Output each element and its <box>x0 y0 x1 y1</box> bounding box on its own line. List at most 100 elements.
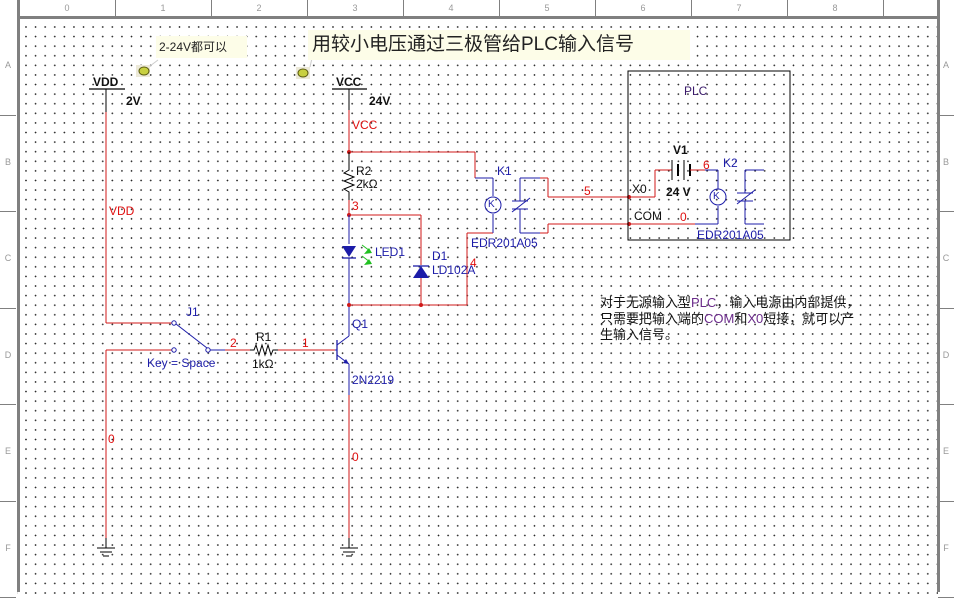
net-label-3: 3 <box>352 199 359 213</box>
sheet-border-left <box>17 0 20 592</box>
column-label: 5 <box>544 3 550 13</box>
note-voltage-range[interactable]: 2-24V都可以 <box>156 36 247 58</box>
net-label-0-plc: 0 <box>680 210 687 224</box>
probe-icon[interactable] <box>136 59 159 77</box>
switch-j1[interactable] <box>171 320 225 353</box>
led1-label: LED1 <box>375 245 406 259</box>
net-label-vcc: VCC <box>352 118 378 132</box>
r2-label: R2 <box>356 164 372 178</box>
row-divider <box>938 211 954 212</box>
row-label: D <box>4 349 12 360</box>
description-text: 对于无源输入型PLC，输入电源由内部提供， 只需要把输入端的COM和X0短接，就… <box>600 295 920 343</box>
sheet-border-top <box>17 16 939 19</box>
wire-plc-net-6[interactable] <box>690 169 719 189</box>
column-divider <box>883 0 884 16</box>
column-divider <box>499 0 500 16</box>
column-divider <box>115 0 116 16</box>
wire-net-4[interactable] <box>347 232 493 307</box>
plc-box[interactable] <box>627 70 791 241</box>
row-divider <box>0 597 16 598</box>
row-divider <box>0 404 16 405</box>
row-ruler-right <box>938 0 954 600</box>
desc-text: 对于无源输入型 <box>600 295 692 310</box>
diode-d1[interactable] <box>413 265 429 305</box>
row-label: E <box>942 446 949 457</box>
page-title: 用较小电压通过三极管给PLC输入信号 <box>312 34 634 55</box>
row-divider <box>938 597 954 598</box>
q1-label: Q1 <box>352 317 369 331</box>
led-led1[interactable] <box>342 244 372 305</box>
net-label-6: 6 <box>703 158 710 172</box>
net-label-0-mid: 0 <box>352 450 359 464</box>
desc-text: 和 <box>734 311 748 326</box>
q1-model: 2N2219 <box>352 373 395 387</box>
vcc-value: 24V <box>369 94 391 108</box>
row-label: A <box>942 60 949 71</box>
v1-label: V1 <box>673 143 688 157</box>
note-voltage-range-text: 2-24V都可以 <box>159 40 228 54</box>
row-label: E <box>4 446 11 457</box>
column-label: 3 <box>352 3 358 13</box>
column-label: 4 <box>448 3 454 13</box>
column-label: 0 <box>64 3 70 13</box>
k2-label: K2 <box>723 156 738 170</box>
sheet-border-right <box>937 0 940 592</box>
wire-com[interactable] <box>540 222 631 234</box>
row-label: F <box>5 542 11 553</box>
vcc-label: VCC <box>336 75 362 89</box>
r1-value: 1kΩ <box>252 357 274 371</box>
wire-gnd-left[interactable] <box>105 349 172 548</box>
r1-label: R1 <box>256 330 272 344</box>
plc-x0-terminal: X0 <box>632 182 647 196</box>
wire-plc-x0[interactable] <box>629 169 672 198</box>
net-label-vdd: VDD <box>109 204 135 218</box>
wire-vcc[interactable] <box>347 110 476 178</box>
column-divider <box>787 0 788 16</box>
k1-label: K1 <box>497 164 512 178</box>
desc-highlight: X0 <box>747 311 764 326</box>
transistor-q1[interactable] <box>335 305 350 395</box>
row-divider <box>938 404 954 405</box>
column-divider <box>307 0 308 16</box>
title-note[interactable]: 用较小电压通过三极管给PLC输入信号 <box>308 30 690 60</box>
resistor-r2[interactable] <box>342 152 356 200</box>
row-label: C <box>942 253 950 264</box>
vdd-symbol[interactable] <box>89 88 125 112</box>
relay-k1[interactable] <box>475 177 540 234</box>
d1-model: LD102A <box>432 263 476 277</box>
resistor-r1[interactable] <box>250 343 278 357</box>
probe-icon[interactable] <box>296 57 313 79</box>
column-label: 6 <box>640 3 646 13</box>
column-divider <box>595 0 596 16</box>
column-label: 1 <box>160 3 166 13</box>
wire-vdd[interactable] <box>105 112 172 324</box>
battery-v1[interactable] <box>671 160 691 180</box>
row-label: C <box>4 253 12 264</box>
vcc-symbol[interactable] <box>332 88 367 110</box>
ground-icon <box>97 547 115 557</box>
row-ruler-left <box>0 0 17 600</box>
row-label: B <box>4 156 11 167</box>
column-label: 2 <box>256 3 262 13</box>
ground-icon <box>340 547 358 557</box>
row-divider <box>938 114 954 116</box>
plc-label: PLC <box>684 84 708 98</box>
desc-highlight: PLC <box>691 295 717 310</box>
relay-k2[interactable] <box>709 169 764 225</box>
column-label: 7 <box>736 3 742 13</box>
net-label-5: 5 <box>584 184 591 198</box>
j1-label: J1 <box>186 305 199 319</box>
j1-key-label: Key = Space <box>147 356 216 370</box>
wire-net-3[interactable] <box>347 200 422 265</box>
k1-model: EDR201A05 <box>471 236 538 250</box>
row-divider <box>938 500 954 502</box>
row-divider <box>0 307 16 309</box>
v1-value: 24 V <box>666 185 691 199</box>
row-divider <box>0 114 16 116</box>
row-label: B <box>942 156 949 167</box>
row-divider <box>938 307 954 309</box>
row-label: F <box>943 542 949 553</box>
column-ruler <box>0 0 954 17</box>
